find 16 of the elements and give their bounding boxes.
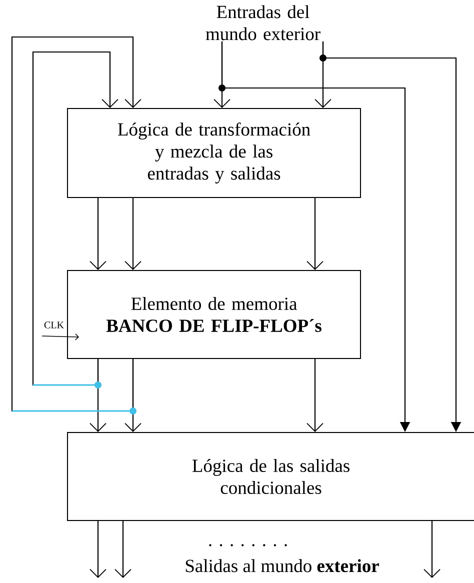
arrow (42, 334, 79, 340)
memory-box: Elemento de memoria BANCO DE FLIP-FLOP´s (67, 270, 361, 359)
output-logic-box: Lógica de las salidas condicionales (67, 432, 474, 521)
edge-label: CLK (43, 320, 65, 330)
dots-row: . . . . . . . . (209, 544, 287, 546)
arrow (90, 521, 106, 578)
output-label: Salidas al mundo exterior (186, 559, 379, 572)
logic-box: Lógica de transformación y mezcla de las entradas y salidas (67, 108, 361, 198)
arrow (124, 198, 142, 270)
arrow (306, 359, 324, 432)
arrow (32, 51, 118, 388)
arrow (90, 198, 106, 270)
arrow (114, 521, 132, 578)
arrow (424, 521, 440, 578)
input-label: Entradas del mundo exterior (206, 5, 320, 40)
arrow (306, 198, 324, 270)
